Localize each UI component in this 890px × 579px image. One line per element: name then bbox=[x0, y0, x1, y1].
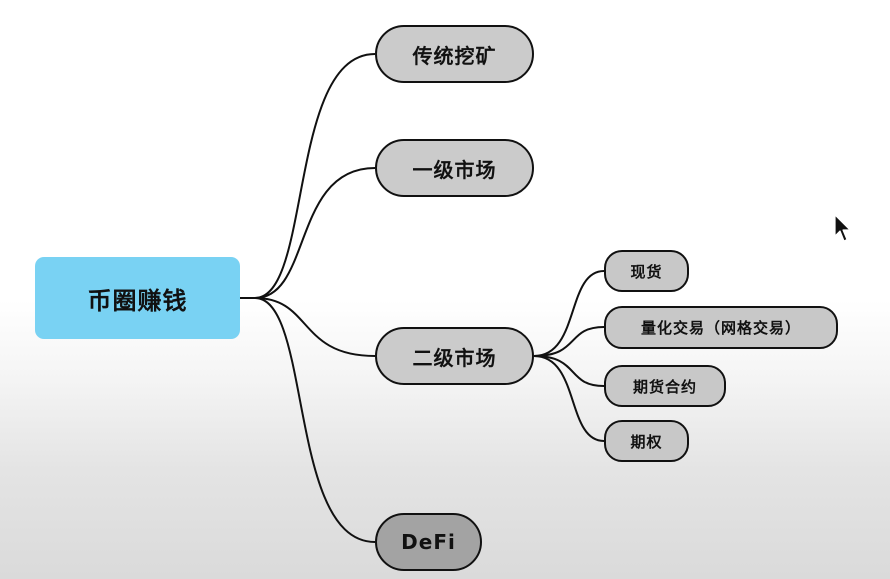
child-node-spot[interactable]: 现货 bbox=[604, 250, 689, 292]
root-node-label: 币圈赚钱 bbox=[87, 286, 188, 315]
child-node-label: 量化交易（网格交易） bbox=[640, 319, 801, 337]
connector-secondary-spot bbox=[533, 270, 605, 357]
child-node-options[interactable]: 期权 bbox=[604, 420, 689, 462]
child-node-label: 现货 bbox=[630, 262, 663, 281]
child-node-futures[interactable]: 期货合约 bbox=[604, 365, 726, 407]
connector-root-primary bbox=[254, 167, 376, 299]
branch-node-label: 一级市场 bbox=[412, 157, 497, 182]
connector-root-defi bbox=[254, 297, 376, 543]
root-node[interactable]: 币圈赚钱 bbox=[35, 257, 240, 339]
branch-node-label: 二级市场 bbox=[412, 345, 497, 370]
connector-secondary-options bbox=[533, 355, 605, 442]
branch-node-primary-market[interactable]: 一级市场 bbox=[375, 139, 534, 197]
branch-node-traditional-mining[interactable]: 传统挖矿 bbox=[375, 25, 534, 83]
connector-secondary-futures bbox=[533, 355, 605, 387]
branch-node-label: 传统挖矿 bbox=[412, 43, 497, 68]
branch-node-secondary-market[interactable]: 二级市场 bbox=[375, 327, 534, 385]
mouse-pointer-icon bbox=[834, 214, 851, 242]
child-node-quant-trading[interactable]: 量化交易（网格交易） bbox=[604, 306, 838, 349]
connector-root-mining bbox=[254, 53, 376, 299]
connector-root-secondary bbox=[254, 297, 376, 357]
branch-node-label: DeFi bbox=[401, 530, 456, 554]
connector-secondary-quant bbox=[533, 326, 605, 357]
branch-node-defi[interactable]: DeFi bbox=[375, 513, 482, 571]
child-node-label: 期货合约 bbox=[632, 377, 697, 396]
child-node-label: 期权 bbox=[630, 432, 663, 451]
